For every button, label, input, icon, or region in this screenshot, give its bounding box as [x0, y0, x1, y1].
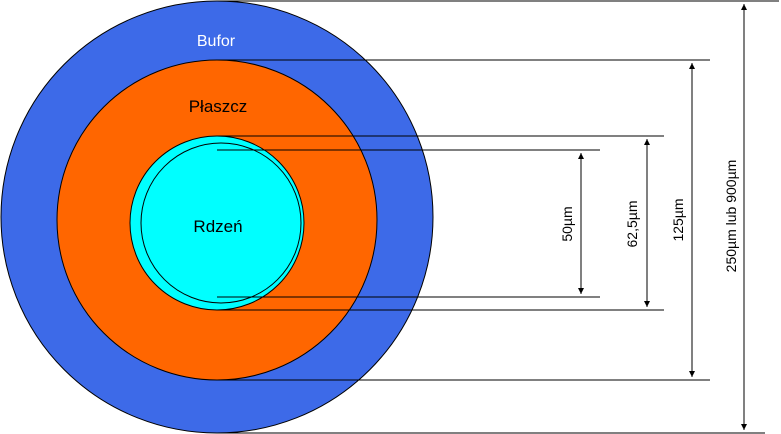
dimension-label-125: 125µm: [670, 198, 686, 241]
dimension-label-50: 50µm: [559, 206, 575, 241]
dimension-label-62-5: 62,5µm: [624, 201, 640, 248]
core-circle-50: [140, 142, 302, 304]
core-label: Rdzeń: [193, 217, 242, 236]
buffer-label: Bufor: [197, 33, 236, 50]
dimension-label-250-900: 250µm lub 900µm: [723, 160, 739, 273]
cladding-label: Płaszcz: [189, 97, 248, 116]
